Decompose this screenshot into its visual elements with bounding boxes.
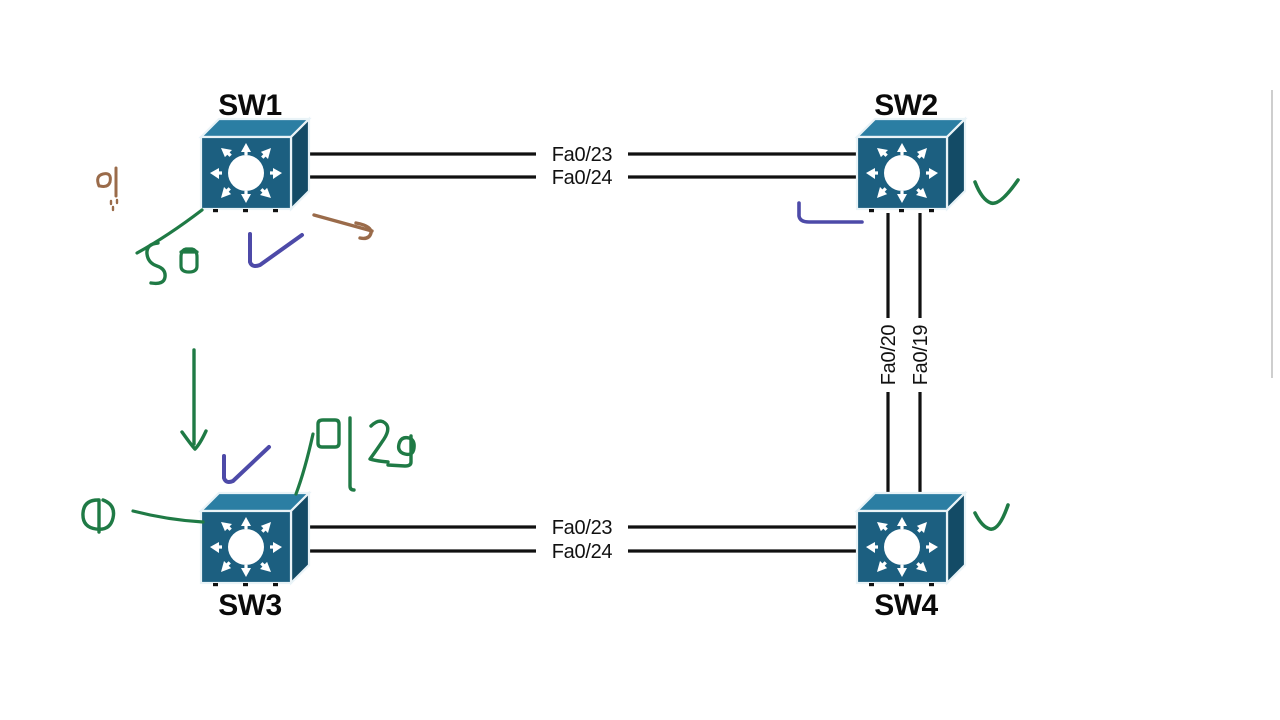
green-a-tail <box>386 434 413 468</box>
link-label-sw1-sw2-upper: Fa0/23 <box>552 144 613 166</box>
link-sw1-sw2-fa024: Fa0/24 <box>307 167 857 189</box>
link-sw1-sw2-fa023: Fa0/23 <box>307 144 857 166</box>
brown-scribble-glyph <box>96 172 112 188</box>
device-sw1[interactable]: SW1 <box>199 89 311 214</box>
annotation-purple-check-sw1 <box>248 232 304 268</box>
link-label-sw3-sw4-lower: Fa0/24 <box>552 541 613 563</box>
device-sw3[interactable]: SW3 <box>199 491 311 622</box>
link-label-sw1-sw2-lower: Fa0/24 <box>552 167 613 189</box>
links-layer: Fa0/23 Fa0/24 Fa0/23 Fa0/24 <box>307 144 932 563</box>
link-sw2-sw4-fa019: Fa0/19 <box>910 213 932 497</box>
brown-arrow-shaft <box>312 213 374 233</box>
annotation-green-glyph-two <box>368 419 390 464</box>
brown-arrow-head <box>354 221 373 241</box>
link-sw3-sw4-fa023: Fa0/23 <box>307 517 857 539</box>
link-sw2-sw4-fa020: Fa0/20 <box>878 213 900 497</box>
annotation-green-check-sw2 <box>973 178 1020 206</box>
switch-icon-sw2[interactable] <box>855 117 967 214</box>
device-label-sw4: SW4 <box>874 589 938 622</box>
annotation-green-glyph-a <box>386 434 416 468</box>
annotation-purple-underline-sw2 <box>797 201 864 224</box>
device-sw2[interactable]: SW2 <box>855 89 967 214</box>
annotation-green-arrow-down <box>180 348 208 451</box>
link-label-sw2-sw4-left: Fa0/20 <box>878 325 900 386</box>
brown-dots <box>109 198 119 212</box>
green-a-bowl <box>396 435 416 457</box>
link-label-sw3-sw4-upper: Fa0/23 <box>552 517 613 539</box>
annotation-green-leader-square <box>294 432 315 496</box>
annotation-green-glyph-theta <box>179 247 199 274</box>
annotation-brown-mark-sw1 <box>96 166 119 212</box>
annotation-green-glyph-s <box>145 241 167 286</box>
annotation-green-glyph-d <box>81 498 116 534</box>
annotation-green-leader-sw1 <box>135 208 204 255</box>
annotation-green-glyph-square <box>316 418 341 449</box>
annotation-purple-check-sw3 <box>222 445 271 484</box>
annotation-green-leader-sw3 <box>131 509 205 524</box>
link-sw3-sw4-fa024: Fa0/24 <box>307 541 857 563</box>
device-label-sw2: SW2 <box>874 89 938 122</box>
link-label-sw2-sw4-right: Fa0/19 <box>910 325 932 386</box>
annotation-green-glyph-bar <box>348 416 356 492</box>
annotation-brown-arrow-sw1 <box>312 213 374 241</box>
annotation-green-check-sw4 <box>973 503 1010 531</box>
switch-icon-sw1[interactable] <box>199 117 311 214</box>
green-arrow-head <box>180 429 208 451</box>
switch-icon-sw4[interactable] <box>855 491 967 588</box>
device-label-sw3: SW3 <box>218 589 282 622</box>
devices-layer: SW1 SW2 SW3 SW4 <box>199 89 967 622</box>
green-d-bowl <box>81 498 116 531</box>
annotations-layer <box>81 166 1020 534</box>
switch-icon-sw3[interactable] <box>199 491 311 588</box>
device-sw4[interactable]: SW4 <box>855 491 967 622</box>
device-label-sw1: SW1 <box>218 89 282 122</box>
